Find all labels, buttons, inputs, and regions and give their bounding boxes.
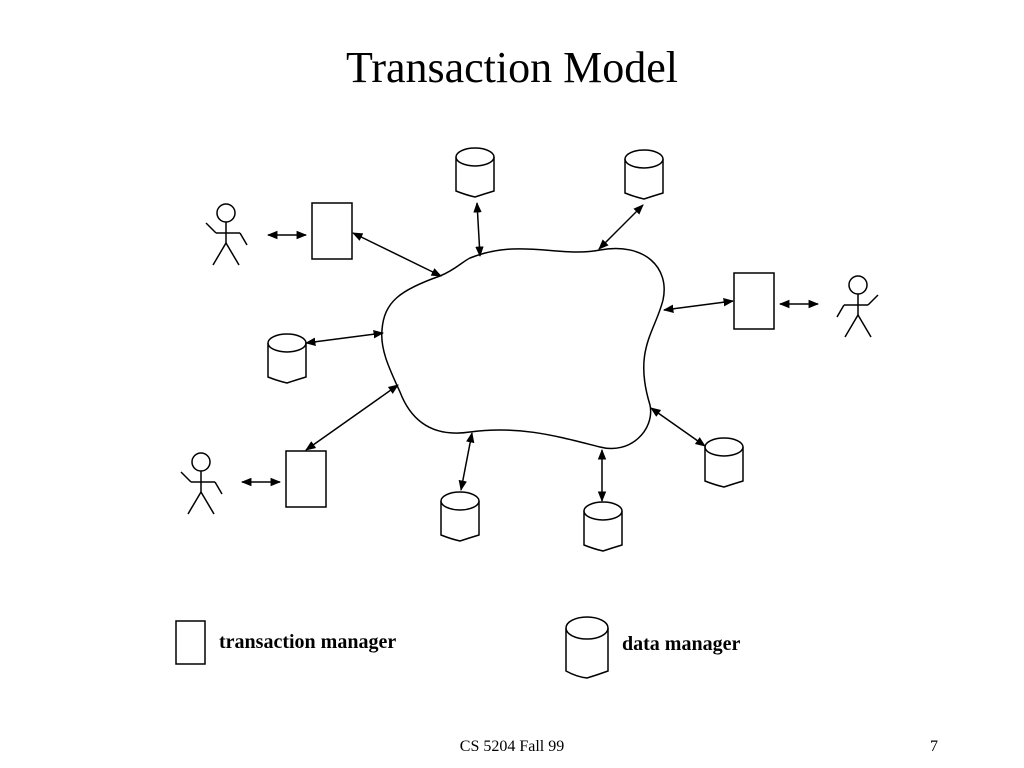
- legend-transaction-manager-label: transaction manager: [219, 631, 397, 653]
- footer-page-number: 7: [930, 738, 938, 755]
- arrow-tm-network-right: [662, 298, 735, 313]
- data-manager-bottom-center: [440, 491, 480, 542]
- user-icon-bottom-left: [180, 452, 223, 515]
- arrow-dm-network-right: [650, 407, 706, 447]
- arrow-dm-network-left: [304, 330, 385, 346]
- user-icon-right: [836, 275, 879, 338]
- arrow-dm-network-top-right: [598, 204, 644, 250]
- arrow-dm-network-bottom-center: [458, 431, 475, 492]
- data-manager-left: [267, 333, 307, 384]
- transaction-manager-bottom-left: [285, 450, 327, 508]
- transaction-manager-top-left: [311, 202, 353, 260]
- user-icon-top-left: [205, 203, 248, 266]
- data-manager-right: [704, 437, 744, 488]
- footer-course: CS 5204 Fall 99: [459, 738, 565, 755]
- arrow-tm-network-top-left: [352, 232, 442, 277]
- data-manager-bottom-right: [583, 501, 623, 552]
- slide-title: Transaction Model: [345, 43, 679, 92]
- network-cloud: [381, 247, 665, 450]
- legend-data-manager-icon: [565, 616, 609, 679]
- legend-transaction-manager-icon: [175, 620, 206, 665]
- data-manager-top-center: [455, 147, 495, 198]
- arrow-dm-network-top-center: [473, 201, 484, 258]
- transaction-manager-right: [733, 272, 775, 330]
- legend-data-manager-label: data manager: [622, 633, 741, 655]
- arrow-tm-network-bottom-left: [305, 384, 399, 451]
- data-manager-top-right: [624, 149, 664, 200]
